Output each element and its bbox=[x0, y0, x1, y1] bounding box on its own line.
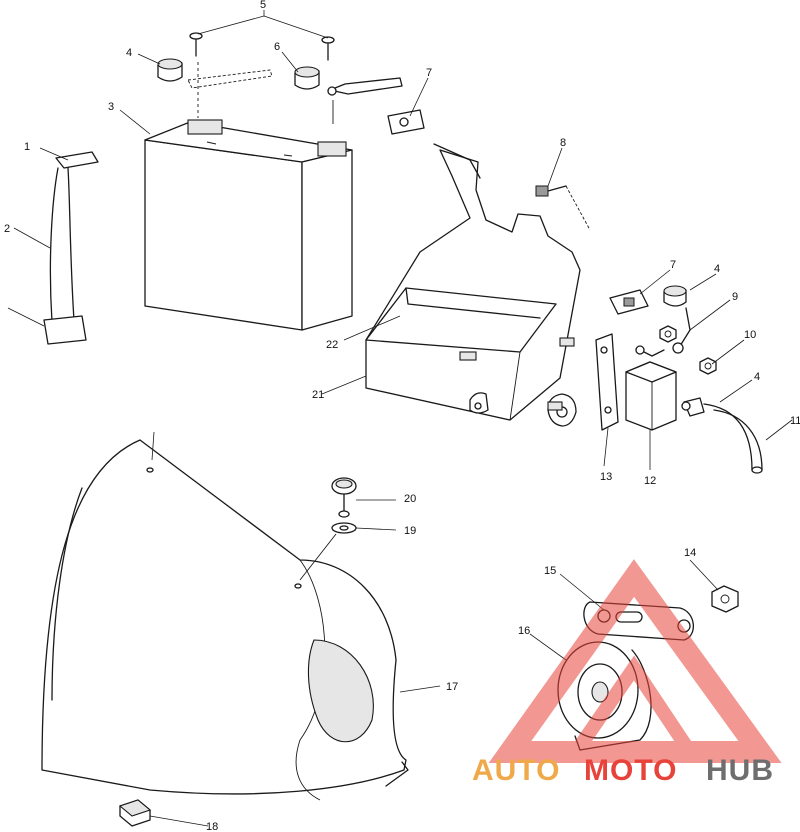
callout-7a: 7 bbox=[426, 67, 432, 79]
mount-bracket-7 bbox=[387, 109, 481, 179]
callout-10: 10 bbox=[744, 329, 756, 341]
mount-plate-13 bbox=[595, 333, 619, 431]
watermark-moto: MOTO bbox=[584, 754, 677, 787]
callout-14: 14 bbox=[684, 547, 696, 559]
battery-box bbox=[365, 149, 581, 427]
callout-18: 18 bbox=[206, 821, 218, 832]
callout-19: 19 bbox=[404, 525, 416, 537]
fastener-20 bbox=[331, 477, 357, 518]
washer-19 bbox=[299, 522, 357, 581]
callout-4a: 4 bbox=[126, 47, 132, 59]
callout-11: 11 bbox=[790, 415, 800, 427]
callout-4c: 4 bbox=[754, 371, 760, 383]
battery-terminal-left bbox=[187, 119, 223, 135]
watermark: AUTO MOTO HUB bbox=[472, 559, 782, 787]
terminal-cap-4 bbox=[157, 58, 183, 82]
callout-1: 1 bbox=[24, 141, 30, 153]
watermark-triangle-icon bbox=[488, 559, 782, 763]
callout-17: 17 bbox=[446, 681, 458, 693]
callout-22: 22 bbox=[326, 339, 338, 351]
nut-10 bbox=[659, 325, 717, 375]
watermark-hub: HUB bbox=[706, 754, 774, 787]
ground-strap bbox=[187, 69, 273, 89]
battery-cable bbox=[327, 77, 403, 96]
callout-3: 3 bbox=[108, 101, 114, 113]
callout-8: 8 bbox=[560, 137, 566, 149]
watermark-auto: AUTO bbox=[472, 754, 560, 787]
callout-7b: 7 bbox=[670, 259, 676, 271]
callout-21: 21 bbox=[312, 389, 324, 401]
box-studs bbox=[547, 337, 575, 411]
hold-down-strap bbox=[43, 151, 99, 345]
callout-5: 5 bbox=[260, 0, 266, 11]
callout-16: 16 bbox=[518, 625, 530, 637]
battery-terminal-right bbox=[317, 141, 347, 157]
clip-18 bbox=[118, 799, 152, 827]
callout-labels: 1 2 3 4 4 4 5 6 7 7 8 9 10 11 12 13 14 1… bbox=[4, 0, 800, 832]
callout-4b: 4 bbox=[714, 263, 720, 275]
front-cowl bbox=[41, 439, 409, 801]
battery bbox=[144, 119, 353, 331]
terminal-screws bbox=[189, 32, 335, 124]
mount-tab-7 bbox=[609, 289, 649, 315]
terminal-cap-6 bbox=[294, 66, 320, 90]
bolt-8 bbox=[535, 185, 591, 231]
nut-14 bbox=[711, 585, 739, 613]
main-cable-11 bbox=[681, 397, 763, 474]
relay-12 bbox=[625, 345, 677, 431]
callout-15: 15 bbox=[544, 565, 556, 577]
callout-12: 12 bbox=[644, 475, 656, 487]
callout-20: 20 bbox=[404, 493, 416, 505]
callout-2: 2 bbox=[4, 223, 10, 235]
callout-9: 9 bbox=[732, 291, 738, 303]
callout-13: 13 bbox=[600, 471, 612, 483]
terminal-cap-4-right bbox=[663, 285, 687, 307]
leader-lines bbox=[7, 10, 793, 827]
callout-6: 6 bbox=[274, 41, 280, 53]
